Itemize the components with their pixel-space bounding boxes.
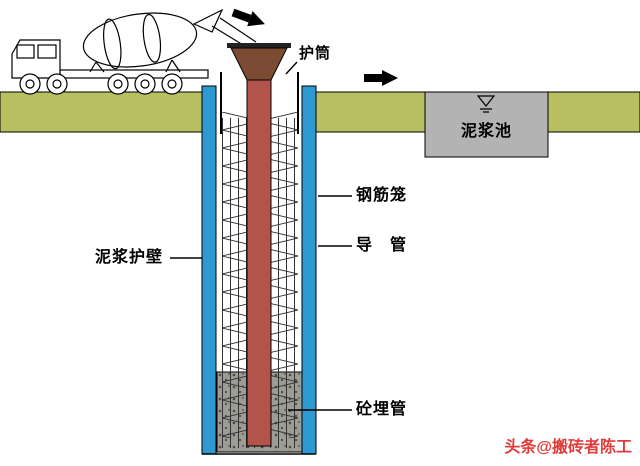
label-mud-retaining-wall: 泥浆护壁 [95,249,164,266]
flow-arrow-icon [364,70,398,86]
mixer-truck-illustration [11,8,257,95]
label-steel-cage: 钢筋笼 [356,187,408,204]
ground-surface [0,91,640,133]
water-level-icon [476,95,496,113]
label-tremie-pipe: 导 管 [356,237,408,254]
label-embedded-concrete: 砼埋管 [356,401,408,418]
hopper [227,43,291,81]
tremie-pipe [246,75,272,447]
mud-pool [424,91,549,158]
chute-arrow-icon [231,8,265,27]
label-leader-lines [170,61,352,411]
label-mud-pool: 泥浆池 [460,123,512,140]
casing-tube [220,72,299,134]
watermark: 头条@搬砖者陈工 [504,439,632,456]
label-casing: 护筒 [299,45,332,62]
